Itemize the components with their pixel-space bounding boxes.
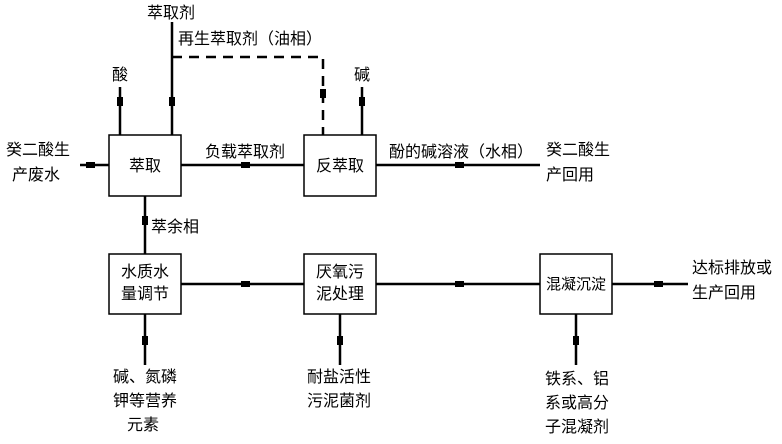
arrow-mark	[117, 97, 123, 106]
arrow-mark	[86, 162, 95, 168]
acid-label: 酸	[112, 65, 128, 84]
inflow-label-line1: 癸二酸生	[6, 140, 70, 159]
arrow-mark	[573, 336, 579, 345]
coagulants-label-line1: 铁系、铝	[545, 369, 609, 388]
discharge-label-line2: 生产回用	[692, 283, 756, 302]
anaerobic-label-line2: 泥处理	[316, 284, 364, 303]
regenerated-extractant-loop	[172, 55, 325, 135]
arrow-mark	[337, 336, 343, 345]
salt-sludge-label-line1: 耐盐活性	[307, 367, 371, 386]
alkali-label: 碱	[354, 65, 370, 84]
salt-sludge-label-line2: 污泥菌剂	[307, 391, 371, 410]
arrow-marks	[86, 89, 663, 345]
water-adjust-label-line1: 水质水	[121, 262, 169, 281]
back-extraction-label: 反萃取	[316, 156, 364, 175]
extraction-box: 萃取	[108, 134, 182, 197]
arrow-mark	[169, 97, 175, 106]
arrow-mark	[241, 281, 250, 287]
extraction-label: 萃取	[129, 156, 161, 175]
water-adjust-box: 水质水 量调节	[108, 253, 182, 315]
back-extraction-box: 反萃取	[303, 134, 377, 197]
arrow-mark	[654, 281, 663, 287]
regenerated-extractant-label: 再生萃取剂（油相）	[178, 29, 322, 48]
discharge-label-line1: 达标排放或	[692, 258, 772, 277]
arrow-mark	[142, 216, 148, 225]
inflow-label-line2: 产废水	[12, 165, 60, 184]
nutrients-label-line1: 碱、氮磷	[113, 367, 177, 386]
arrow-mark	[455, 162, 464, 168]
coagulation-box: 混凝沉淀	[539, 253, 613, 315]
coagulants-label-line3: 子混凝剂	[545, 417, 609, 436]
loaded-extractant-label: 负载萃取剂	[205, 142, 285, 161]
arrow-mark	[359, 97, 365, 106]
coagulants-label-line2: 系或高分	[545, 393, 609, 412]
anaerobic-box: 厌氧污 泥处理	[303, 253, 377, 315]
nutrients-label-line3: 元素	[127, 415, 159, 434]
extractant-label: 萃取剂	[147, 3, 195, 22]
arrow-mark	[320, 89, 326, 98]
arrow-mark	[455, 281, 464, 287]
arrow-mark	[241, 162, 250, 168]
coagulation-label: 混凝沉淀	[546, 275, 606, 293]
water-adjust-label-line2: 量调节	[121, 284, 169, 303]
arrow-mark	[142, 336, 148, 345]
phenol-alkali-solution-label: 酚的碱溶液（水相）	[389, 142, 533, 161]
anaerobic-label-line1: 厌氧污	[316, 262, 364, 281]
nutrients-label-line2: 钾等营养	[113, 391, 177, 410]
reuse-top-label-line2: 产回用	[546, 165, 594, 184]
raffinate-label: 萃余相	[151, 217, 199, 236]
reuse-top-label-line1: 癸二酸生	[546, 140, 610, 159]
